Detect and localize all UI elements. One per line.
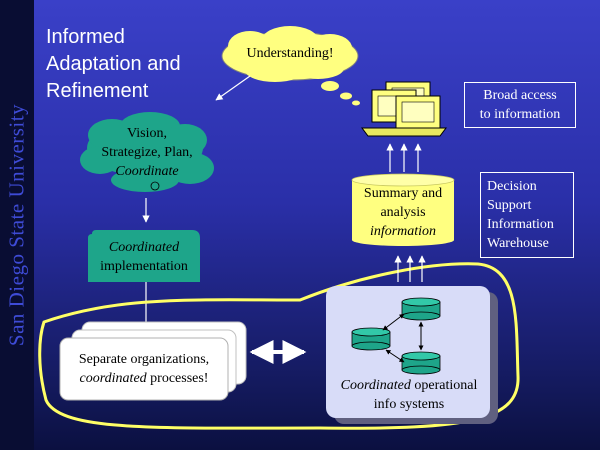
db-upper-arrow <box>382 313 405 331</box>
separate-orgs-text: Separate organizations, coordinated proc… <box>60 350 228 388</box>
separate-orgs-italic: coordinated <box>79 371 147 386</box>
title-line-2: Adaptation and <box>46 53 181 75</box>
dsiw-box: Decision Support Information Warehouse <box>480 172 574 258</box>
summary-line-1: Summary and <box>363 186 443 201</box>
org-stack-front <box>59 337 229 401</box>
broad-access-line-1: Broad access <box>483 88 557 103</box>
dsiw-line-3: Information <box>487 217 554 232</box>
title-line-1: Informed <box>46 26 125 48</box>
operational-text: Coordinated operational info systems <box>322 376 496 414</box>
broad-access-box: Broad access to information <box>464 82 576 128</box>
separate-orgs-line-1: Separate organizations, <box>78 352 210 367</box>
implementation-line-1: Coordinated <box>108 240 180 255</box>
operational-rest: operational <box>410 378 478 393</box>
broad-access-line-2: to information <box>479 107 561 122</box>
implementation-line-2: implementation <box>100 259 188 274</box>
separate-orgs-rest: processes! <box>146 371 209 386</box>
implementation-shape <box>88 230 200 282</box>
slide-title: Informed Adaptation and Refinement <box>46 24 236 105</box>
database-cylinders <box>351 297 441 375</box>
operational-line-2: info systems <box>373 397 445 412</box>
summary-to-computers-arrows <box>386 143 422 172</box>
summary-cylinder <box>351 173 455 246</box>
dsiw-line-4: Warehouse <box>487 236 549 251</box>
vision-line-3: Coordinate <box>115 164 179 179</box>
dsiw-line-2: Support <box>487 198 532 213</box>
db-lower-arrow <box>385 349 405 363</box>
coordination-outline <box>38 262 520 430</box>
summary-text: Summary and analysis information <box>352 184 454 241</box>
vision-cloud <box>80 112 214 192</box>
vision-line-2: Strategize, Plan, <box>101 145 193 160</box>
summary-line-2: analysis <box>380 205 426 220</box>
operational-panel <box>326 286 490 418</box>
vision-line-1: Vision, <box>127 126 167 141</box>
thought-text: Understanding! <box>246 46 334 61</box>
operational-italic: Coordinated <box>340 378 411 393</box>
thought-to-title-arrow <box>215 75 251 101</box>
thought-cloud <box>221 26 360 106</box>
summary-line-3: information <box>369 224 437 239</box>
dsiw-line-1: Decision <box>487 179 537 194</box>
computer-monitors-icon <box>361 81 447 137</box>
title-line-3: Refinement <box>46 80 149 102</box>
sidebar-university-label: San Diego State University <box>0 0 34 450</box>
vision-text: Vision, Strategize, Plan, Coordinate <box>80 124 214 181</box>
implementation-text: Coordinated implementation <box>88 238 200 276</box>
systems-to-summary-arrows <box>394 255 426 282</box>
